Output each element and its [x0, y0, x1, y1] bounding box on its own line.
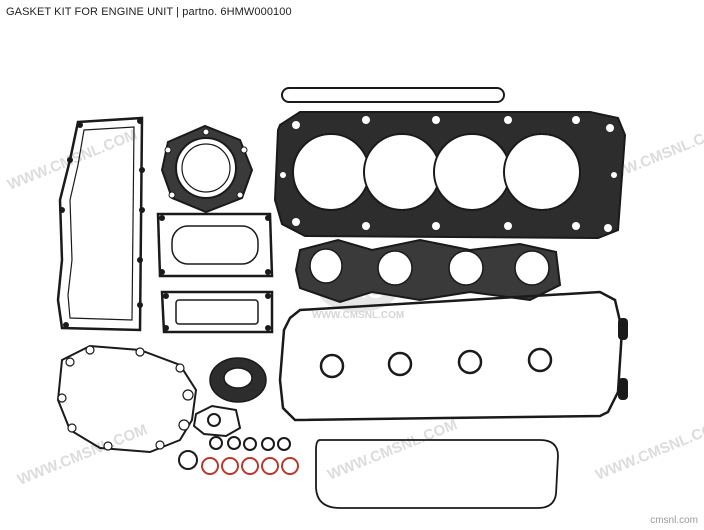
- o-rings-black: [178, 436, 291, 470]
- small-flange-gasket: [192, 404, 242, 438]
- svg-text:WWW.CMSNL.COM: WWW.CMSNL.COM: [325, 416, 460, 484]
- cylinder-head-gasket: [273, 111, 627, 240]
- svg-text:WWW.CMSNL.COM: WWW.CMSNL.COM: [15, 421, 150, 489]
- intake-gasket-lower: [160, 290, 274, 334]
- svg-text:WWW.CMSNL.COM: WWW.CMSNL.COM: [593, 416, 704, 484]
- o-rings-red: [201, 457, 299, 475]
- large-o-ring: [315, 439, 559, 509]
- intake-gasket-upper: [156, 212, 274, 278]
- side-frame-gasket: [56, 116, 145, 332]
- crankcase-cover-gasket: [56, 344, 198, 454]
- exhaust-manifold-gasket: [294, 238, 562, 304]
- valve-cover-gasket: [278, 290, 628, 422]
- site-credit: cmsnl.com: [650, 515, 698, 526]
- oil-seal: [209, 357, 267, 403]
- svg-text:WWW.CMSNL.COM: WWW.CMSNL.COM: [312, 310, 404, 321]
- valve-cover-strip-gasket: [281, 87, 505, 103]
- flange-gasket: [160, 124, 254, 214]
- page-title: GASKET KIT FOR ENGINE UNIT | partno. 6HM…: [6, 6, 292, 18]
